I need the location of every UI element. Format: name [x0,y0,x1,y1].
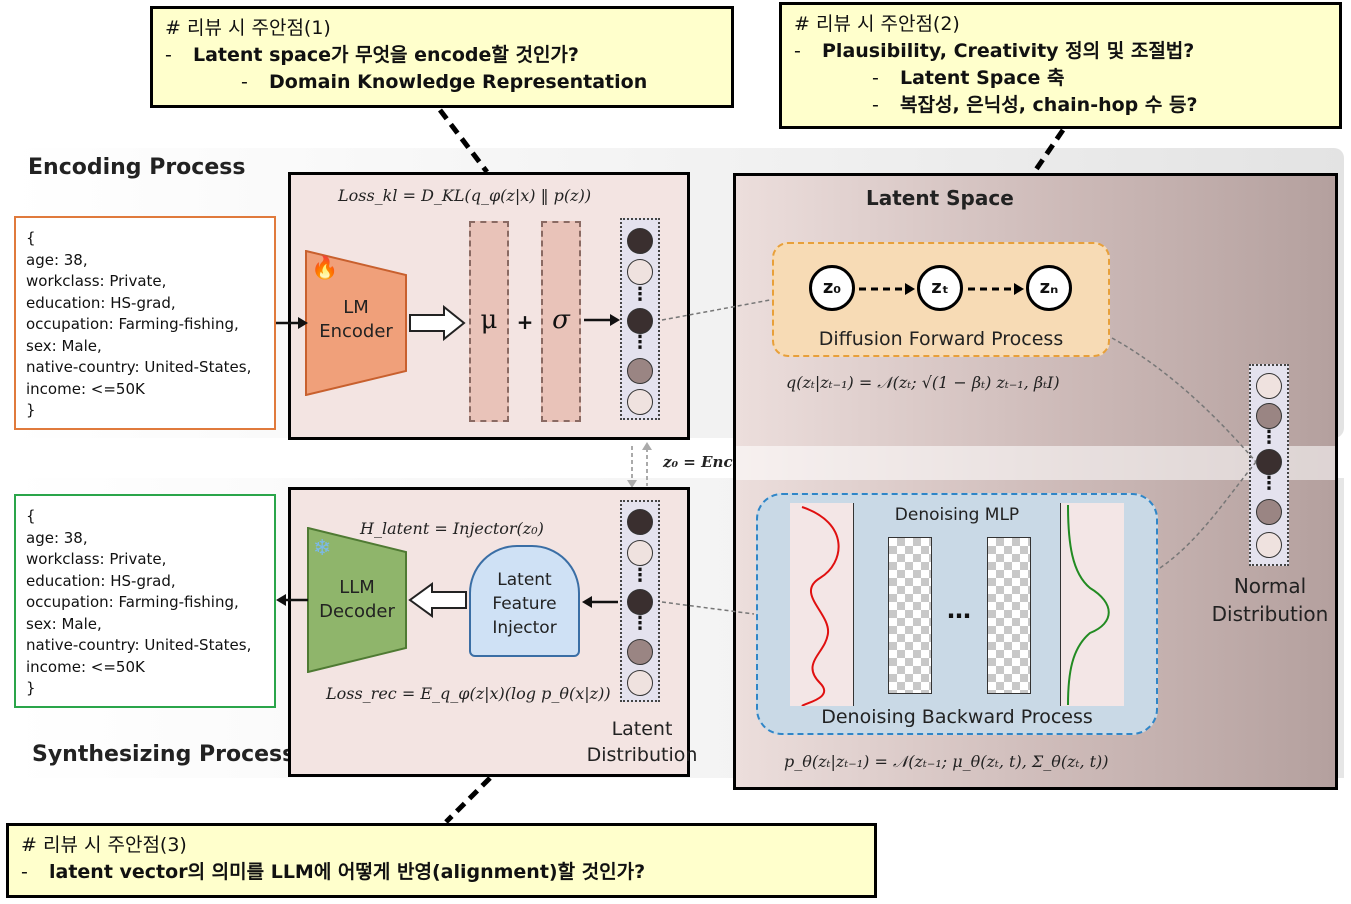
mlp-layer-2 [987,537,1031,694]
note-1-line-2: -Domain Knowledge Representation [241,71,648,93]
forward-process-label: Diffusion Forward Process [818,328,1064,350]
z0-token: z₀ [809,265,855,311]
latent-to-injector-arrow [582,596,618,608]
input-record: { age: 38, workclass: Private, education… [14,216,276,430]
injector-to-decoder-arrow [408,582,467,618]
note-2-line-1: -Plausibility, Creativity 정의 및 조절법? [794,40,1195,62]
latent-dot [627,540,653,566]
backward-formula: p_θ(zₜ|zₜ₋₁) = 𝒩(zₜ₋₁; μ_θ(zₜ, t), Σ_θ(z… [784,752,1109,771]
note-2-title: # 리뷰 시 주안점(2) [794,13,960,35]
latent-distribution-label: Latent Distribution [586,718,698,766]
lm-encoder-label: LM Encoder [319,297,393,342]
sigma-symbol: σ [552,305,570,335]
normal-ellipsis: ⋮ [1260,473,1278,494]
note-2-line-3-text: 복잡성, 은닉성, chain-hop 수 등? [900,94,1198,116]
zn-token: zₙ [1026,265,1072,311]
backward-process-label: Denoising Backward Process [821,706,1093,728]
kl-loss-formula: Loss_kl = D_KL(q_φ(z|x) ‖ p(z)) [338,186,592,205]
mlp-ellipsis: … [947,596,971,624]
mlp-layer-1 [888,537,932,694]
note-2-line-2-text: Latent Space 축 [900,67,1065,89]
bridge-arrows [627,442,652,488]
latent-dot [627,389,653,415]
forward-formula: q(zₜ|zₜ₋₁) = 𝒩(zₜ; √(1 − βₜ) zₜ₋₁, βₜI) [786,373,1060,392]
output-arrow [276,594,308,606]
sigma-column [541,221,581,422]
normal-dot [1256,499,1282,525]
latent-ellipsis: ⋮ [631,332,649,353]
latent-dot [627,308,653,334]
noise-plot [790,503,854,706]
note-2-line-1-text: Plausibility, Creativity 정의 및 조절법? [822,40,1195,62]
llm-decoder-block [307,527,407,673]
latent-dot [627,639,653,665]
note-1-title: # 리뷰 시 주안점(1) [165,17,331,39]
review-note-2: # 리뷰 시 주안점(2) -Plausibility, Creativity … [779,2,1342,129]
latent-ellipsis: ⋮ [631,613,649,634]
llm-decoder-label: LLM Decoder [319,577,395,622]
normal-dot [1256,449,1282,475]
zt-token: zₜ [917,265,963,311]
normal-dot [1256,532,1282,558]
note-1-line-2-text: Domain Knowledge Representation [269,71,648,93]
normal-dot [1256,373,1282,399]
noise-curve [801,506,840,706]
encoding-process-title: Encoding Process [28,155,246,180]
latent-dot [627,259,653,285]
reconstruction-loss-formula: Loss_rec = E_q_φ(z|x)(log p_θ(x|z)) [326,684,611,703]
review-note-1: # 리뷰 시 주안점(1) -Latent space가 무엇을 encode할… [150,6,734,108]
forward-arrows [859,283,1024,295]
latent-dot [627,670,653,696]
latent-space-title: Latent Space [866,186,1014,210]
gaussian-curve [1067,504,1110,706]
mu-symbol: μ [480,305,498,335]
snowflake-icon: ❄ [313,536,332,561]
note-1-line-1-text: Latent space가 무엇을 encode할 것인가? [193,44,579,66]
mu-column [469,221,509,422]
denoising-mlp-label: Denoising MLP [894,505,1020,525]
latent-dot [627,228,653,254]
injector-label: Latent Feature Injector [492,570,557,638]
normal-ellipsis: ⋮ [1260,427,1278,448]
input-arrow [276,317,308,329]
injector-formula: H_latent = Injector(z₀) [360,519,544,538]
latent-ellipsis: ⋮ [631,565,649,586]
latent-dot [627,589,653,615]
panel-divider-band [736,446,1335,480]
note-1-line-1: -Latent space가 무엇을 encode할 것인가? [165,44,579,66]
output-record: { age: 38, workclass: Private, education… [14,494,276,708]
note-2-line-2: -Latent Space 축 [872,67,1065,89]
note-3-line-1: -latent vector의 의미를 LLM에 어떻게 반영(alignmen… [21,861,646,883]
sigma-to-latent-arrow [584,314,620,326]
latent-ellipsis: ⋮ [631,284,649,305]
normal-distribution-label: Normal Distribution [1211,574,1329,626]
note-3-line-1-text: latent vector의 의미를 LLM에 어떻게 반영(alignment… [49,861,646,883]
note-2-line-3: -복잡성, 은닉성, chain-hop 수 등? [872,94,1198,116]
fire-icon: 🔥 [311,256,339,281]
encoder-output-arrow [409,305,466,341]
plus-symbol: + [516,310,534,334]
latent-dot [627,358,653,384]
lm-encoder-block [305,250,407,396]
latent-feature-injector [469,545,580,657]
note-3-title: # 리뷰 시 주안점(3) [21,834,187,856]
synthesizing-process-title: Synthesizing Process [32,742,296,767]
latent-dot [627,509,653,535]
normal-dot [1256,403,1282,429]
review-note-3: # 리뷰 시 주안점(3) -latent vector의 의미를 LLM에 어… [6,823,877,898]
